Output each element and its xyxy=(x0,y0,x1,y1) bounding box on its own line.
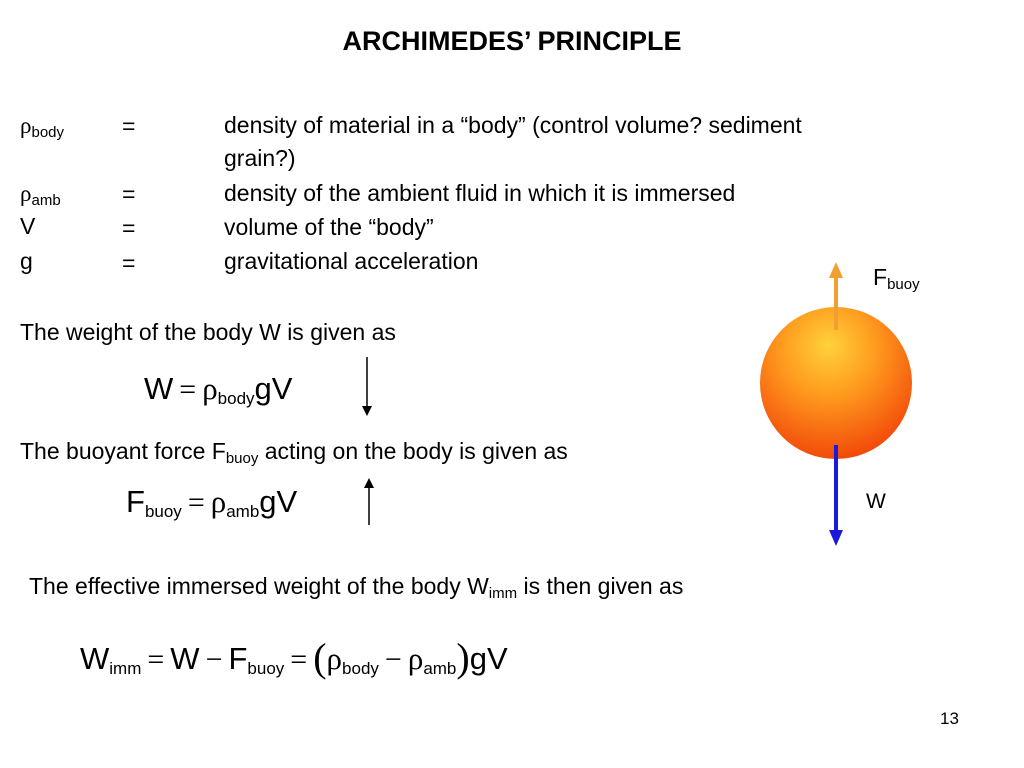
def-g-desc: gravitational acceleration xyxy=(224,248,479,274)
weight-direction-arrow xyxy=(362,357,372,416)
slide-title: ARCHIMEDES’ PRINCIPLE xyxy=(342,26,682,56)
def-equals: = xyxy=(122,250,136,276)
def-v-symbol: V xyxy=(20,213,36,239)
def-rho-body-desc-cont: grain?) xyxy=(224,145,296,171)
def-rho-body-desc: density of material in a “body” (control… xyxy=(224,112,802,138)
def-equals: = xyxy=(122,181,136,207)
weight-text: The weight of the body W is given as xyxy=(20,319,396,345)
buoyancy-force-arrow xyxy=(829,262,843,330)
buoyancy-text: The buoyant force Fbuoy acting on the bo… xyxy=(20,438,568,467)
def-g-symbol: g xyxy=(20,248,33,274)
body-sphere xyxy=(760,307,912,459)
def-rho-amb-symbol: ρamb xyxy=(20,181,61,209)
weight-equation: W=ρbodygV xyxy=(144,371,293,408)
def-rho-amb-desc: density of the ambient fluid in which it… xyxy=(224,180,736,206)
buoyancy-direction-arrow xyxy=(364,478,374,525)
buoyancy-force-label: Fbuoy xyxy=(873,264,920,293)
immersed-weight-text: The effective immersed weight of the bod… xyxy=(29,573,684,602)
def-equals: = xyxy=(122,113,136,139)
page-number: 13 xyxy=(940,709,959,728)
weight-force-label: W xyxy=(866,490,886,513)
def-equals: = xyxy=(122,215,136,241)
buoyancy-equation: Fbuoy=ρambgV xyxy=(126,484,298,521)
def-v-desc: volume of the “body” xyxy=(224,214,434,240)
immersed-weight-equation: Wimm=W−Fbuoy=(ρbody−ρamb)gV xyxy=(80,635,508,680)
def-rho-body-symbol: ρbody xyxy=(20,113,65,141)
weight-force-arrow xyxy=(829,445,843,546)
